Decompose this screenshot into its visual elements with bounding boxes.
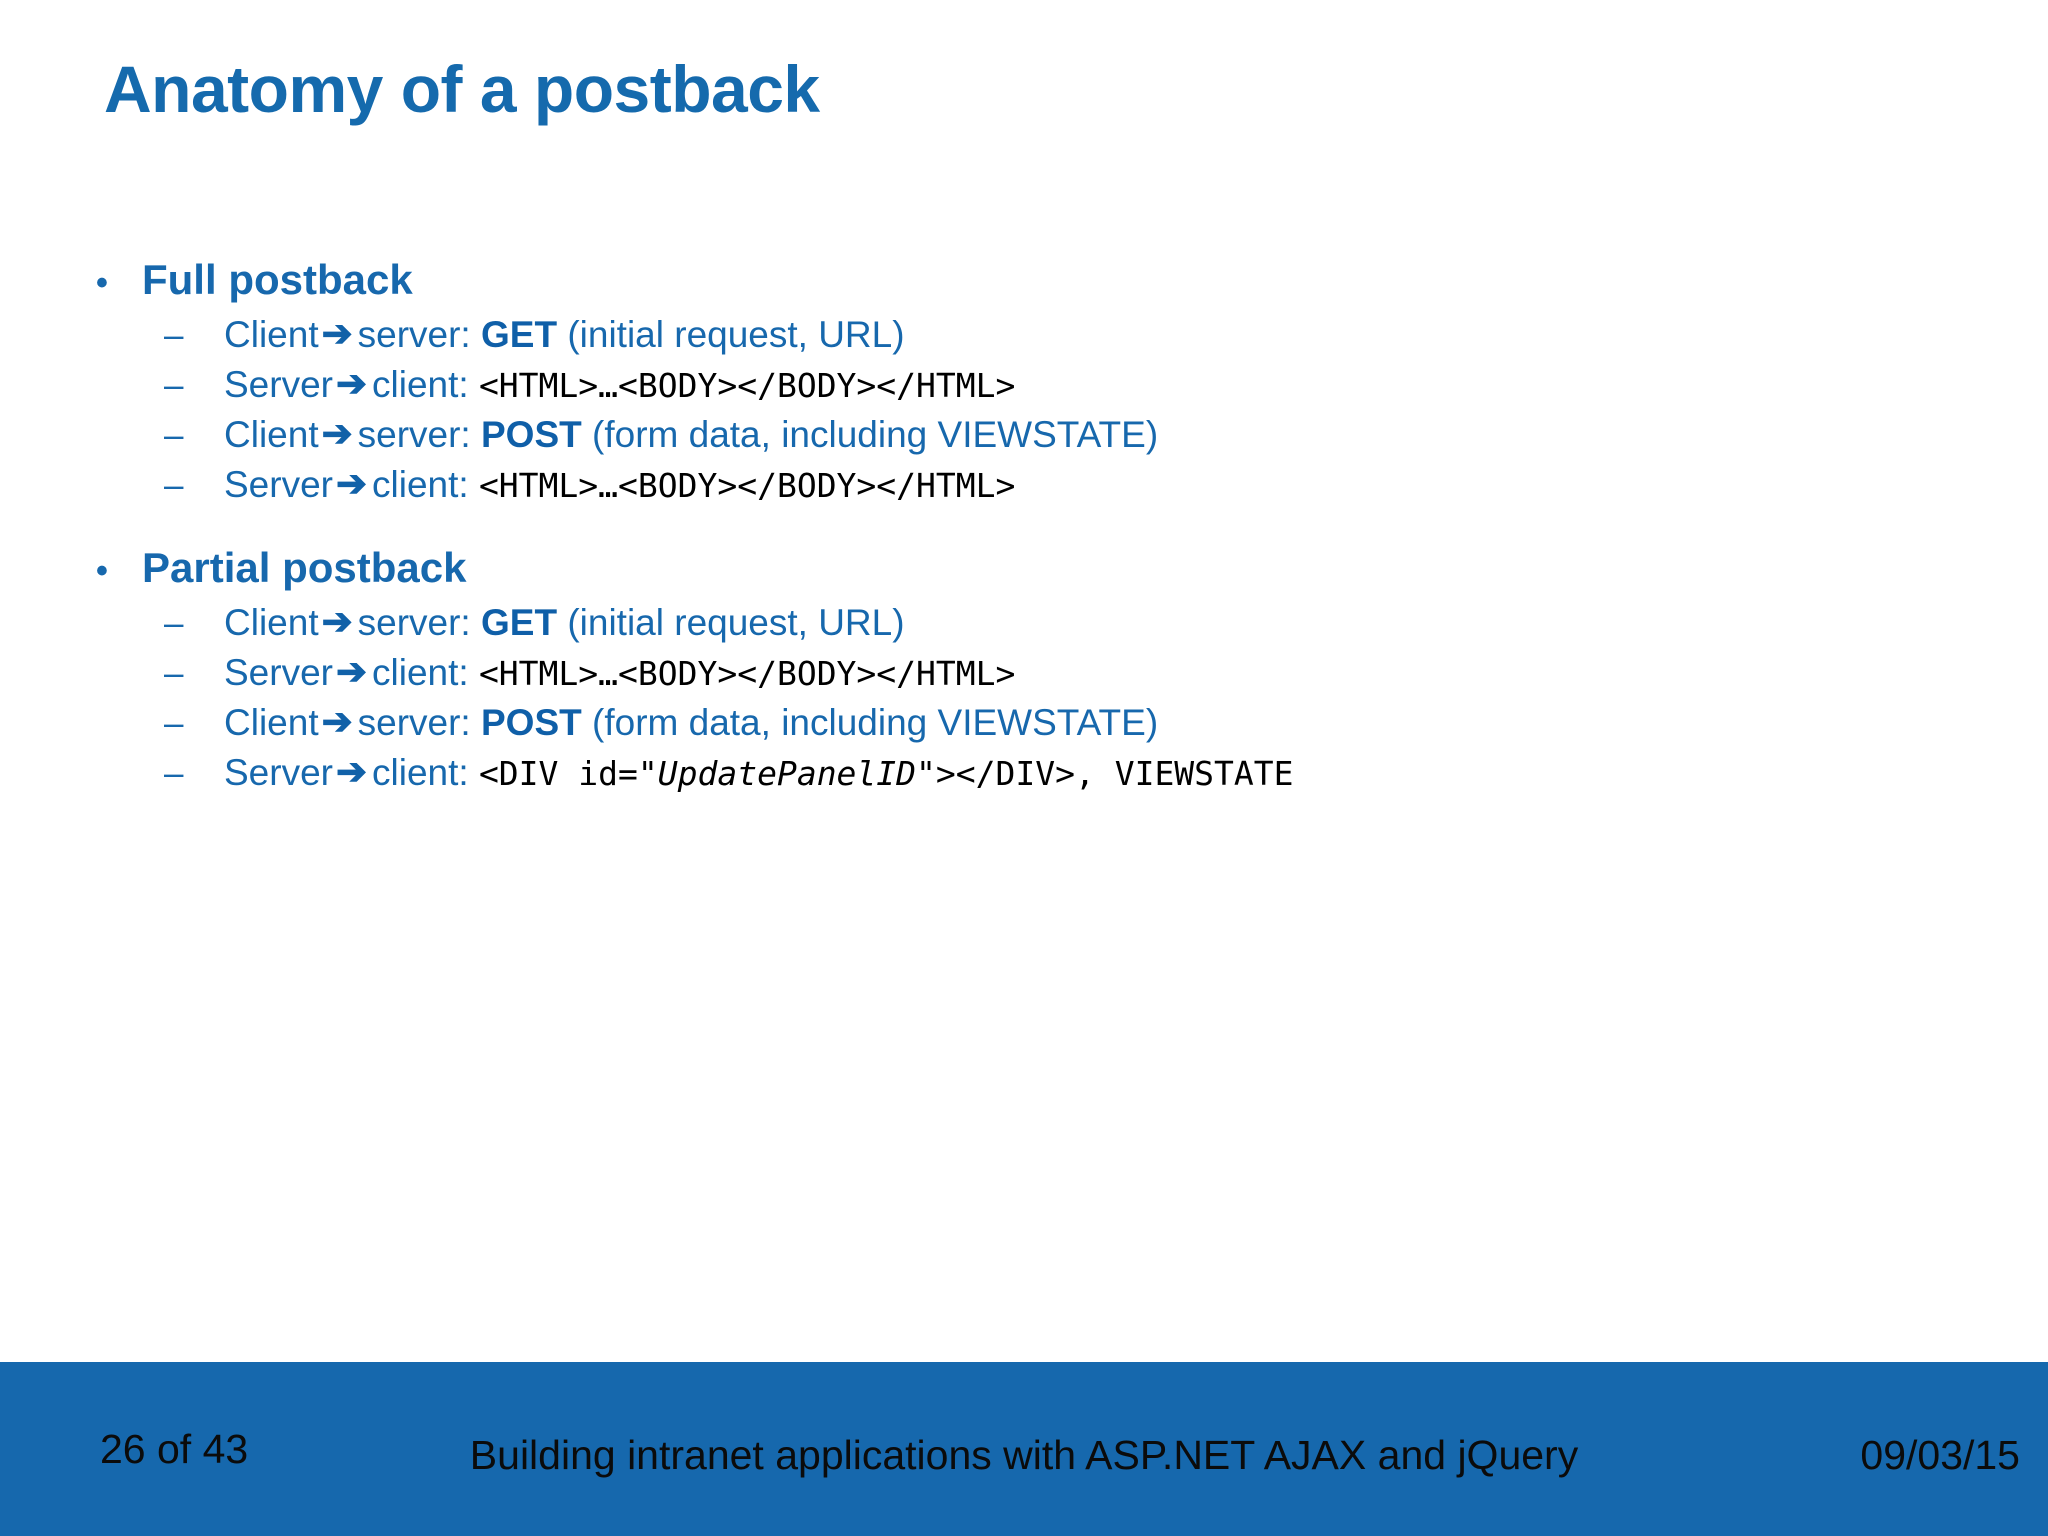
sub-bullet-text: Client➔server: GET (initial request, URL…	[224, 598, 905, 648]
sub-bullet-item: – Server➔client: <HTML>…<BODY></BODY></H…	[90, 460, 1990, 510]
http-verb: POST	[480, 413, 582, 455]
bullet-label: Partial postback	[142, 543, 467, 591]
endpoint-from: Server	[224, 363, 333, 405]
footer-date: 09/03/15	[1860, 1432, 2020, 1478]
endpoint-to: client:	[372, 651, 469, 693]
slide-number: 26 of 43	[100, 1426, 249, 1472]
sub-bullet-text: Server➔client: <HTML>…<BODY></BODY></HTM…	[224, 648, 1015, 698]
right-arrow-icon: ➔	[321, 600, 353, 642]
endpoint-from: Server	[224, 751, 333, 793]
code-emphasis-updatepanelid: UpdatePanelID	[657, 753, 917, 793]
bullet-glyph-icon: •	[96, 551, 108, 590]
sub-bullet-item: – Client➔server: GET (initial request, U…	[90, 598, 1990, 648]
endpoint-to: client:	[372, 463, 469, 505]
bullet-label: Full postback	[142, 256, 413, 303]
sub-bullet-item: – Client➔server: GET (initial request, U…	[90, 310, 1990, 360]
code-snippet-divline: <DIV id="UpdatePanelID"></DIV>, VIEWSTAT…	[479, 754, 1294, 793]
right-arrow-icon: ➔	[335, 362, 367, 404]
code-suffix: "></DIV>, VIEWSTATE	[916, 753, 1294, 793]
page-title: Anatomy of a postback	[104, 52, 820, 126]
sub-bullet-text: Server➔client: <DIV id="UpdatePanelID"><…	[224, 748, 1294, 798]
dash-glyph-icon: –	[164, 703, 184, 743]
right-arrow-icon: ➔	[321, 313, 353, 354]
sub-bullet-item: – Server➔client: <DIV id="UpdatePanelID"…	[90, 748, 1990, 798]
footer-title: Building intranet applications with ASP.…	[469, 1432, 1579, 1478]
right-arrow-icon: ➔	[335, 462, 367, 504]
endpoint-to: client:	[372, 751, 469, 793]
sub-bullet-text: Server➔client: <HTML>…<BODY></BODY></HTM…	[224, 460, 1015, 510]
right-arrow-icon: ➔	[335, 650, 367, 692]
dash-glyph-icon: –	[164, 465, 184, 505]
group-spacer	[90, 510, 1990, 536]
endpoint-to: server:	[357, 701, 471, 743]
slide-body: • Full postback – Client➔server: GET (in…	[90, 248, 1990, 798]
http-verb: GET	[480, 314, 558, 355]
dash-glyph-icon: –	[164, 603, 184, 643]
endpoint-from: Client	[224, 413, 319, 455]
dash-glyph-icon: –	[164, 415, 184, 455]
sub-bullet-item: – Server➔client: <HTML>…<BODY></BODY></H…	[90, 360, 1990, 410]
code-snippet: <HTML>…<BODY></BODY></HTML>	[478, 653, 1016, 693]
line-detail: (form data, including VIEWSTATE)	[581, 413, 1159, 455]
endpoint-to: server:	[357, 601, 471, 643]
endpoint-to: client:	[372, 363, 469, 405]
code-prefix: <DIV id="	[478, 753, 658, 793]
endpoint-from: Client	[224, 601, 319, 643]
sub-bullet-text: Server➔client: <HTML>…<BODY></BODY></HTM…	[224, 360, 1015, 410]
sub-bullet-text: Client➔server: POST (form data, includin…	[224, 410, 1158, 460]
right-arrow-icon: ➔	[335, 750, 367, 792]
dash-glyph-icon: –	[164, 653, 184, 693]
line-detail: (form data, including VIEWSTATE)	[581, 701, 1159, 743]
sub-bullet-item: – Server➔client: <HTML>…<BODY></BODY></H…	[90, 648, 1990, 698]
bullet-glyph-icon: •	[96, 264, 108, 302]
code-snippet: <HTML>…<BODY></BODY></HTML>	[478, 465, 1016, 505]
endpoint-to: server:	[357, 314, 471, 355]
bullet-item-partial-postback: • Partial postback	[90, 544, 1990, 592]
sub-bullet-text: Client➔server: GET (initial request, URL…	[224, 310, 905, 360]
http-verb: POST	[480, 701, 582, 743]
footer-bar	[0, 1362, 2048, 1536]
line-detail: (initial request, URL)	[557, 601, 905, 643]
endpoint-from: Client	[224, 701, 319, 743]
endpoint-to: server:	[357, 413, 471, 455]
endpoint-from: Server	[224, 463, 333, 505]
dash-glyph-icon: –	[164, 316, 184, 355]
right-arrow-icon: ➔	[321, 412, 353, 454]
endpoint-from: Server	[224, 651, 333, 693]
dash-glyph-icon: –	[164, 365, 184, 405]
sub-bullet-text: Client➔server: POST (form data, includin…	[224, 698, 1158, 748]
http-verb: GET	[480, 601, 558, 643]
sub-bullet-item: – Client➔server: POST (form data, includ…	[90, 410, 1990, 460]
sub-bullet-item: – Client➔server: POST (form data, includ…	[90, 698, 1990, 748]
endpoint-from: Client	[224, 314, 319, 355]
code-snippet: <HTML>…<BODY></BODY></HTML>	[478, 365, 1016, 405]
dash-glyph-icon: –	[164, 753, 184, 793]
right-arrow-icon: ➔	[321, 700, 353, 742]
line-detail: (initial request, URL)	[557, 314, 905, 355]
bullet-item-full-postback: • Full postback	[90, 256, 1990, 304]
